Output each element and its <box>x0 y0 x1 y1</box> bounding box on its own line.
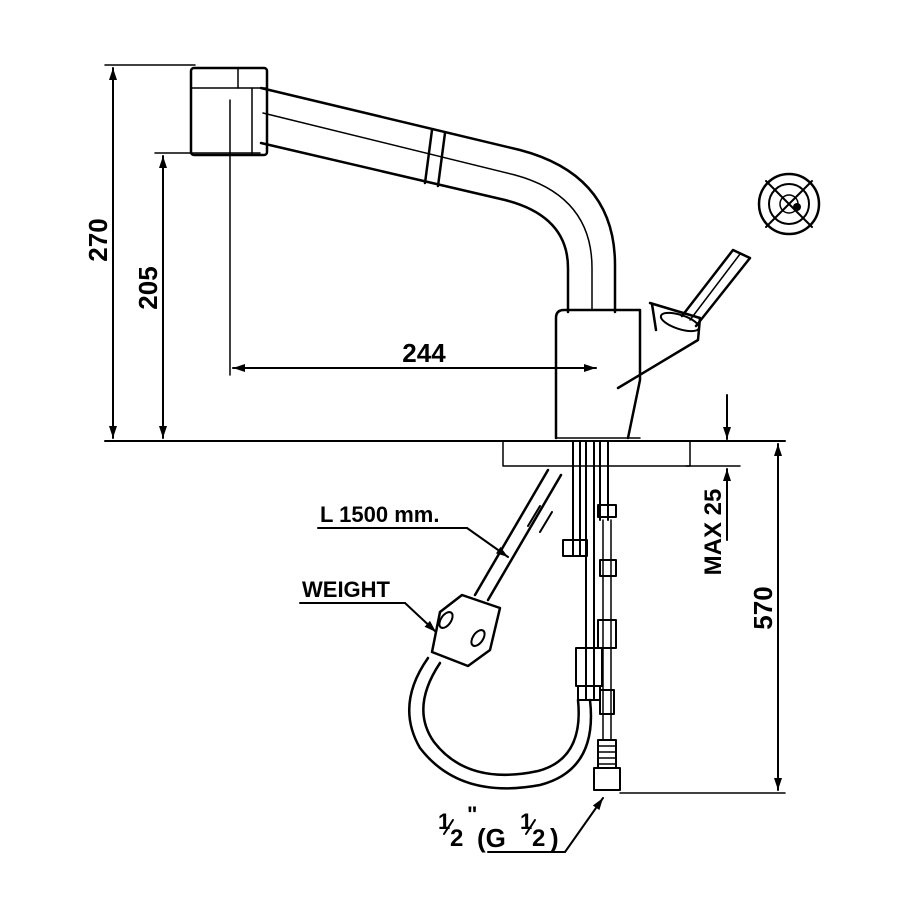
conn-denom: 2 <box>450 825 463 852</box>
conn-quote: " <box>467 802 477 827</box>
dimension-total-height <box>104 64 196 439</box>
conn-open: (G <box>477 823 506 853</box>
hose-weight <box>430 593 502 668</box>
hose-length-label: L 1500 mm. <box>320 502 439 527</box>
dim-label-244: 244 <box>402 338 446 368</box>
faucet-body <box>554 248 752 440</box>
connection-size-label: 1 2 " (G 1 2 ) <box>438 802 559 853</box>
conn-inner-whole: 1 <box>520 809 532 834</box>
dimension-below-deck <box>619 443 786 794</box>
spray-aerator-icon <box>757 172 821 236</box>
dimension-deck-thickness <box>685 394 741 541</box>
dim-label-270: 270 <box>83 218 113 261</box>
dimension-spout-height <box>154 152 261 439</box>
conn-whole: 1 <box>438 809 450 834</box>
connection-leader <box>487 797 604 853</box>
deck <box>104 440 786 467</box>
spout <box>189 66 617 314</box>
dimension-spout-reach <box>229 99 597 376</box>
conn-close: ) <box>550 823 559 853</box>
dim-label-570: 570 <box>748 586 778 629</box>
hose-length-leader <box>317 527 509 558</box>
supply-hoses <box>562 440 621 791</box>
dim-label-205: 205 <box>133 266 163 309</box>
weight-leader <box>299 602 437 633</box>
pullout-hose <box>408 468 593 790</box>
conn-inner-denom: 2 <box>532 825 545 852</box>
dim-label-max25: MAX 25 <box>700 489 727 576</box>
weight-label: WEIGHT <box>302 577 391 602</box>
